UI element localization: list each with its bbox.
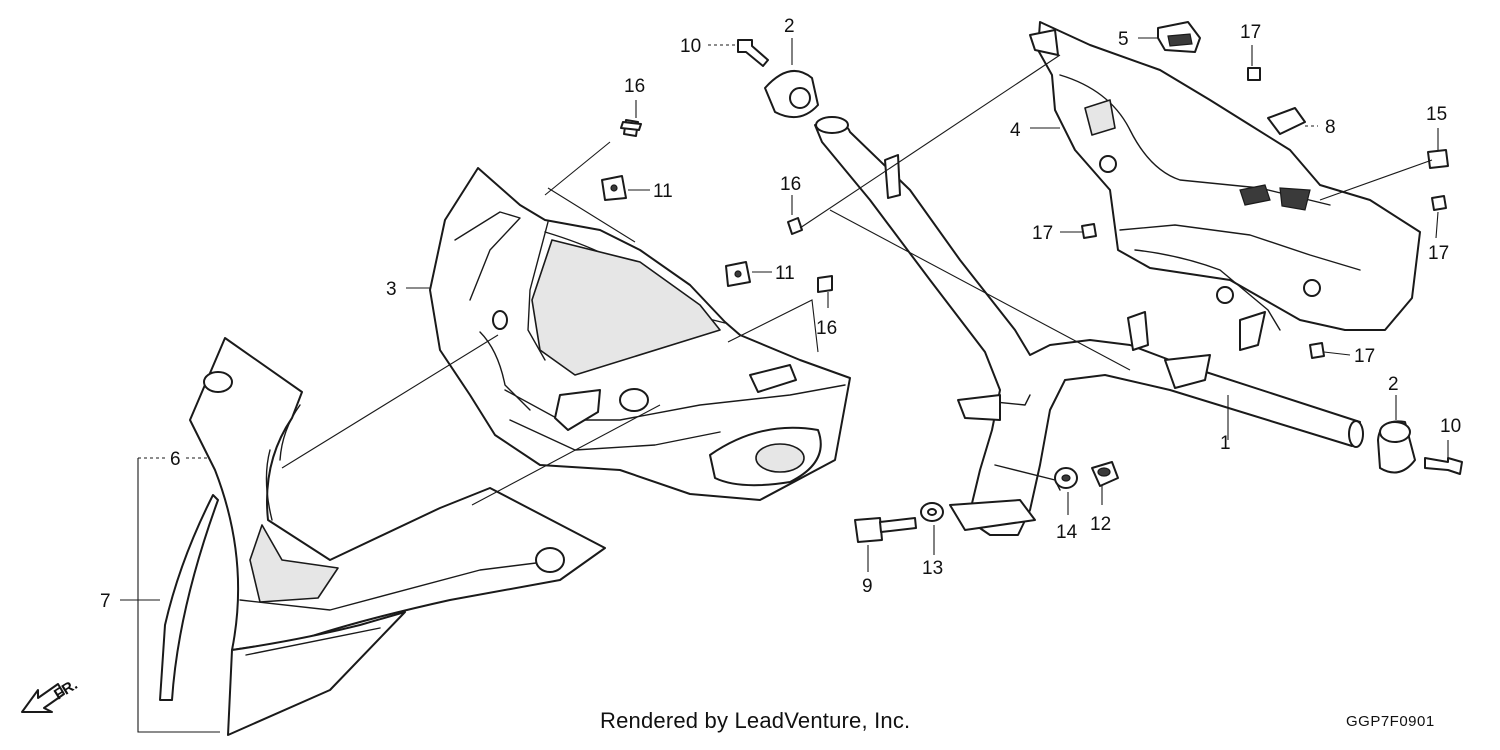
callout-label: 6	[170, 449, 181, 470]
callout-label: 1	[1220, 433, 1231, 454]
callout-label: 17	[1354, 346, 1375, 367]
callout-label: 16	[624, 76, 645, 97]
grip-weight-left	[764, 69, 819, 119]
callout-label: 7	[100, 591, 111, 612]
callout-label: 2	[784, 16, 795, 37]
screw-15	[1427, 149, 1449, 169]
figure-code: GGP7F0901	[1346, 713, 1435, 730]
clip-nut-11-lower	[725, 261, 751, 287]
screw-16-b	[787, 217, 803, 235]
callout-label: 3	[386, 279, 397, 300]
rear-handlebar-cover	[1029, 21, 1421, 351]
front-arrow-icon	[21, 683, 65, 713]
callout-label: 11	[775, 263, 795, 284]
callout-label: 15	[1426, 104, 1447, 125]
callout-label: 17	[1428, 243, 1449, 264]
callout-label: 9	[862, 576, 873, 597]
clip-nut-11-upper	[601, 175, 627, 201]
clip-5	[1157, 21, 1201, 53]
bolt-9	[854, 517, 917, 543]
credit-text: Rendered by LeadVenture, Inc.	[600, 708, 911, 733]
callout-label: 17	[1032, 223, 1053, 244]
screw-10-left	[737, 39, 769, 67]
nut-14	[1054, 467, 1078, 489]
callout-label: 10	[680, 36, 701, 57]
washer-13	[920, 502, 944, 522]
callout-label: 13	[922, 558, 943, 579]
callout-label: 2	[1388, 374, 1399, 395]
callout-label: 16	[816, 318, 837, 339]
front-lower-cover	[159, 337, 606, 736]
screw-17-a	[1247, 67, 1261, 81]
screw-16-c	[817, 275, 833, 293]
nut-12	[1091, 461, 1119, 487]
callout-label: 14	[1056, 522, 1078, 543]
handlebar-pipe	[814, 116, 1364, 536]
callout-label: 10	[1440, 416, 1461, 437]
front-direction-marker: FR.	[21, 676, 81, 713]
screw-16-a	[620, 119, 642, 137]
leader-lines	[120, 37, 1449, 733]
grommet-8	[1267, 107, 1306, 135]
callout-label: 12	[1090, 514, 1111, 535]
screw-17-b	[1081, 223, 1097, 239]
handlebar-front-cover	[429, 167, 851, 501]
callout-label: 5	[1118, 29, 1129, 50]
grip-weight-right	[1377, 420, 1416, 474]
callout-label: 11	[653, 181, 673, 202]
callout-label: 4	[1010, 120, 1021, 141]
screw-17-c	[1431, 195, 1447, 211]
screw-17-d	[1309, 342, 1325, 359]
screw-10-right	[1424, 457, 1463, 475]
callout-label: 17	[1240, 22, 1261, 43]
callout-labels: 1 2 2 3 4 5 6 7 8 9 10 10 11 11 12 13 14…	[100, 16, 1461, 612]
callout-label: 8	[1325, 117, 1336, 138]
callout-label: 16	[780, 174, 801, 195]
